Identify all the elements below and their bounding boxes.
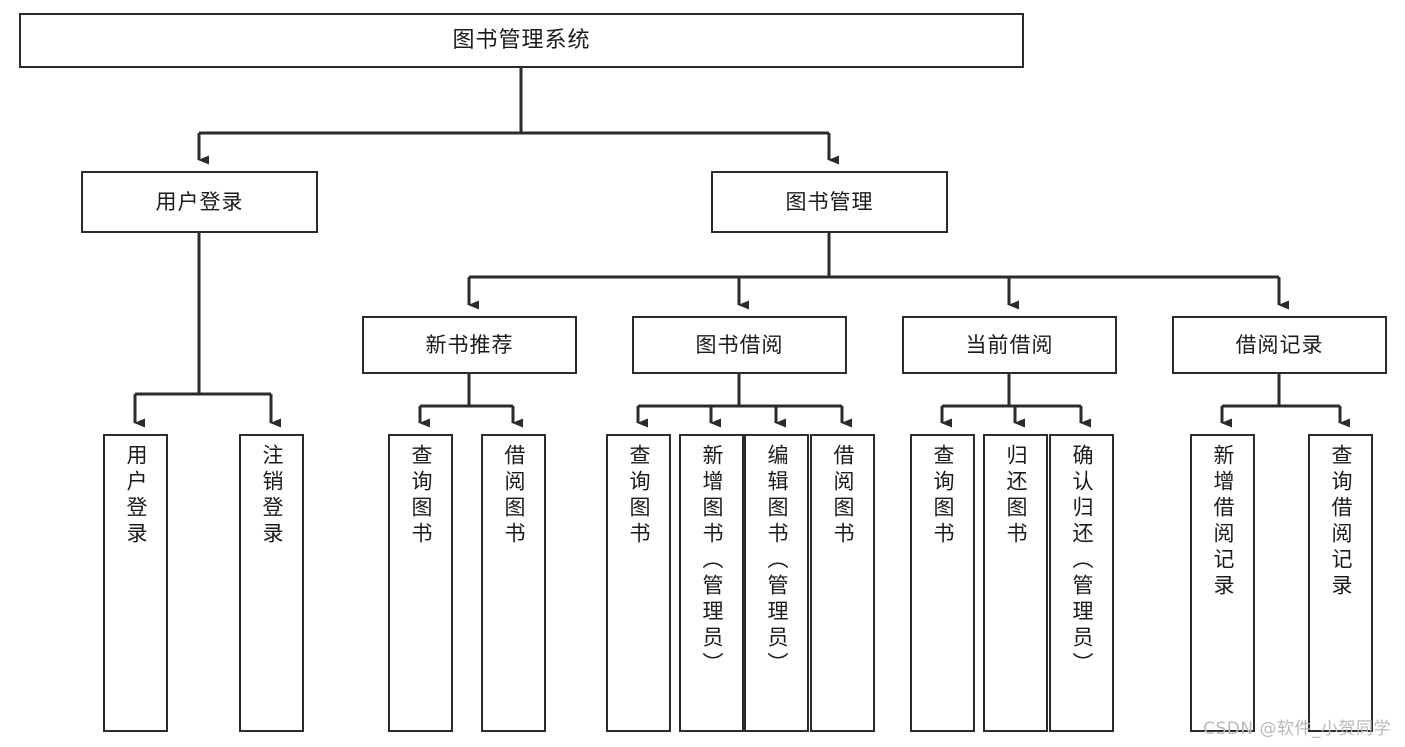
level2-label-1: 图书管理: [785, 189, 874, 214]
leaf-box-4[interactable]: 查询图书: [606, 434, 671, 732]
leaf-box-9[interactable]: 归还图书: [983, 434, 1048, 732]
leaf-box-6[interactable]: 编辑图书（管理员）: [744, 434, 809, 732]
level3-box-2[interactable]: 当前借阅: [902, 316, 1117, 374]
leaf-box-7[interactable]: 借阅图书: [810, 434, 875, 732]
leaf-label-11: 新增借阅记录: [1211, 444, 1235, 600]
leaf-label-8: 查询图书: [931, 444, 955, 548]
leaf-box-10[interactable]: 确认归还（管理员）: [1049, 434, 1114, 732]
root-label-0: 图书管理系统: [452, 27, 591, 53]
level3-box-3[interactable]: 借阅记录: [1172, 316, 1387, 374]
leaf-box-2[interactable]: 查询图书: [388, 434, 453, 732]
leaf-box-0[interactable]: 用户登录: [103, 434, 168, 732]
level3-box-1[interactable]: 图书借阅: [632, 316, 847, 374]
leaf-box-1[interactable]: 注销登录: [239, 434, 304, 732]
level3-label-2: 当前借阅: [965, 332, 1054, 357]
leaf-box-3[interactable]: 借阅图书: [481, 434, 546, 732]
root-box-0[interactable]: 图书管理系统: [19, 13, 1024, 68]
level2-label-0: 用户登录: [155, 189, 244, 214]
leaf-label-3: 借阅图书: [502, 444, 526, 548]
leaf-label-6: 编辑图书（管理员）: [765, 444, 789, 678]
leaf-box-5[interactable]: 新增图书（管理员）: [679, 434, 744, 732]
level3-label-3: 借阅记录: [1235, 332, 1324, 357]
leaf-box-8[interactable]: 查询图书: [910, 434, 975, 732]
leaf-box-12[interactable]: 查询借阅记录: [1308, 434, 1373, 732]
leaf-label-12: 查询借阅记录: [1329, 444, 1353, 600]
leaf-label-9: 归还图书: [1004, 444, 1028, 548]
leaf-label-10: 确认归还（管理员）: [1070, 444, 1094, 678]
leaf-box-11[interactable]: 新增借阅记录: [1190, 434, 1255, 732]
leaf-label-1: 注销登录: [260, 444, 284, 548]
level2-box-0[interactable]: 用户登录: [81, 171, 318, 233]
leaf-label-0: 用户登录: [124, 444, 148, 548]
leaf-label-2: 查询图书: [409, 444, 433, 548]
leaf-label-7: 借阅图书: [831, 444, 855, 548]
level3-label-1: 图书借阅: [695, 332, 784, 357]
level3-box-0[interactable]: 新书推荐: [362, 316, 577, 374]
leaf-label-4: 查询图书: [627, 444, 651, 548]
level2-box-1[interactable]: 图书管理: [711, 171, 948, 233]
connector-lines: [133, 68, 1350, 428]
level3-label-0: 新书推荐: [425, 332, 514, 357]
leaf-label-5: 新增图书（管理员）: [700, 444, 724, 678]
